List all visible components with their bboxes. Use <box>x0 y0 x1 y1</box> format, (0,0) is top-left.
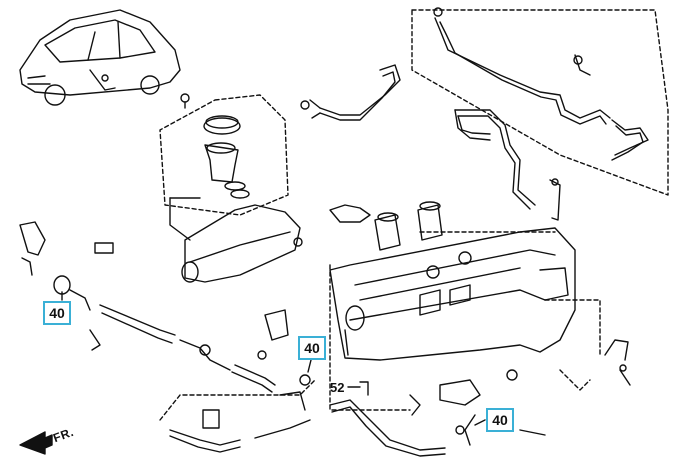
callout-40-center: 40 <box>298 336 326 360</box>
lower-reservoir-left <box>169 197 303 283</box>
bottom-hoses <box>159 374 546 457</box>
left-hoses <box>19 221 306 411</box>
filler-neck-group <box>159 93 289 216</box>
upper-hoses <box>300 7 649 210</box>
washer-pumps <box>329 178 561 279</box>
callout-40-left: 40 <box>43 301 71 325</box>
bolt-52 <box>359 381 369 396</box>
part-number-52: 52 <box>330 380 345 395</box>
front-direction-arrow-icon <box>19 431 53 455</box>
vehicle-outline <box>19 9 181 106</box>
callout-40-right: 40 <box>486 408 514 432</box>
right-hoses <box>544 299 631 391</box>
leader-right <box>474 419 486 426</box>
leader-center <box>307 359 312 373</box>
main-reservoir-tank <box>329 227 576 411</box>
upper-hose-group-outline <box>411 9 669 196</box>
grommet <box>94 242 114 254</box>
